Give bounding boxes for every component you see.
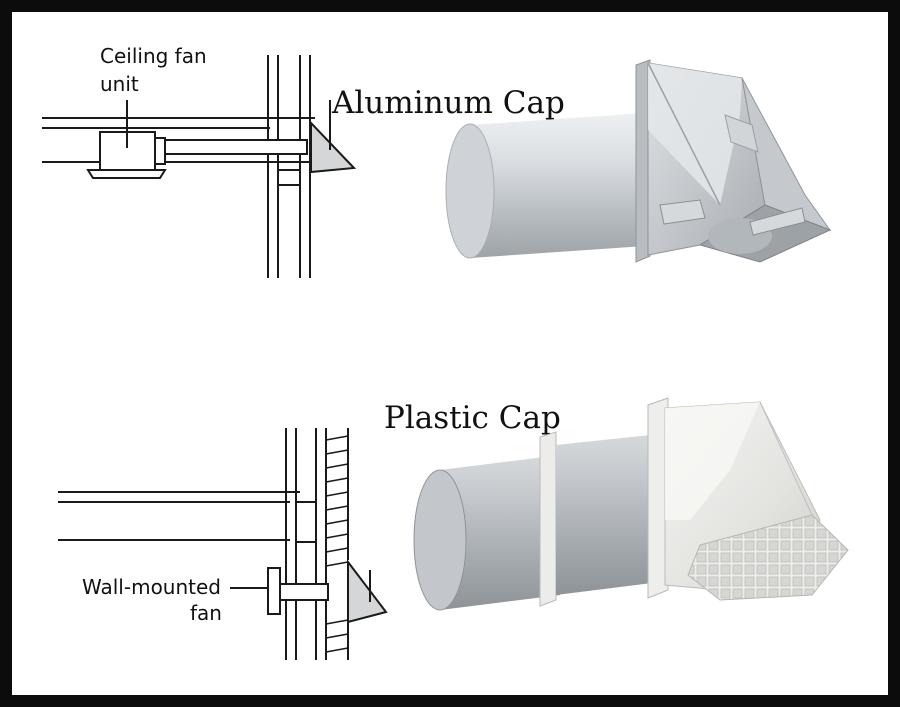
wall-fan-label-line1: Wall-mounted (82, 575, 221, 599)
wall-fan-label-line2: fan (190, 601, 222, 625)
plastic-cap-illustration (413, 397, 849, 611)
wall-siding-courses (325, 435, 349, 653)
wall-exterior-cap-drawing (347, 559, 388, 624)
wall-fan-drawing (58, 428, 349, 660)
plastic-cap-title: Plastic Cap (384, 400, 561, 436)
aluminum-cap-illustration (445, 59, 832, 263)
ceiling-fan-label-line2: unit (100, 72, 139, 96)
ceiling-fan-label-line1: Ceiling fan (100, 44, 207, 68)
aluminum-cap-title: Aluminum Cap (331, 85, 565, 121)
ceiling-fan-drawing (42, 55, 315, 278)
ceiling-exterior-cap-drawing (310, 100, 357, 174)
